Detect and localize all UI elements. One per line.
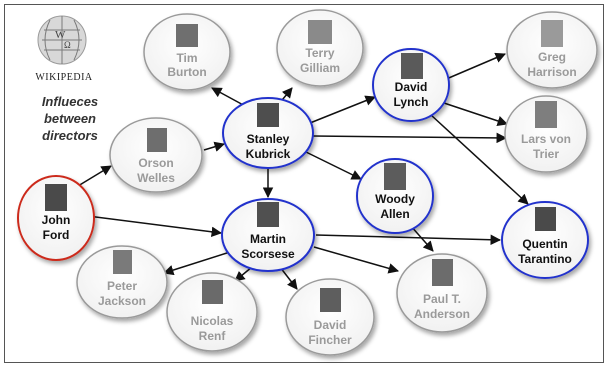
wikipedia-wordmark: WIKIPEDIA (35, 72, 93, 83)
quentin-tarantino-line1: Quentin (522, 237, 567, 251)
nicolas-renf-line1: Nicolas (191, 314, 234, 328)
tim-burton-photo (176, 24, 198, 47)
edge-scorsese-tarantino (315, 234, 502, 245)
orson-welles-line1: Orson (138, 156, 173, 170)
david-fincher-photo (320, 288, 341, 312)
influence-edges (77, 52, 529, 290)
node-woody-allen[interactable]: Woody Allen (356, 158, 434, 234)
node-nicolas-renf[interactable]: Nicolas Renf (166, 272, 258, 352)
martin-scorsese-line1: Martin (250, 232, 286, 246)
node-stanley-kubrick[interactable]: Stanley Kubrick (222, 97, 314, 169)
david-lynch-photo (401, 53, 423, 79)
edge-lynch-tarantino (430, 114, 529, 205)
martin-scorsese-photo (257, 202, 279, 227)
terry-gilliam-photo (308, 20, 332, 44)
orson-welles-photo (147, 128, 167, 152)
orson-welles-line2: Welles (137, 171, 175, 185)
node-tim-burton[interactable]: Tim Burton (143, 13, 231, 91)
paul-anderson-line1: Paul T. (423, 292, 461, 306)
node-greg-harrison[interactable]: Greg Harrison (506, 11, 598, 89)
greg-harrison-line1: Greg (538, 50, 566, 64)
greg-harrison-photo (541, 20, 563, 47)
edge-kubrick-lynch (309, 95, 376, 124)
tim-burton-line1: Tim (176, 51, 197, 65)
david-lynch-line1: David (395, 80, 428, 94)
edge-lynch-trier (443, 102, 508, 126)
lars-von-trier-line2: Trier (533, 147, 559, 161)
john-ford-line2: Ford (43, 228, 70, 242)
edge-scorsese-jackson (162, 251, 231, 276)
peter-jackson-photo (113, 250, 132, 274)
svg-text:Ω: Ω (64, 40, 71, 50)
quentin-tarantino-photo (535, 207, 556, 231)
paul-anderson-photo (432, 259, 453, 286)
john-ford-line1: John (42, 213, 71, 227)
lars-von-trier-photo (535, 101, 557, 128)
diagram-caption: Influeces between directors (42, 94, 98, 143)
edge-scorsese-anderson (313, 246, 400, 274)
stanley-kubrick-line2: Kubrick (246, 147, 291, 161)
quentin-tarantino-line2: Tarantino (518, 252, 572, 266)
peter-jackson-line1: Peter (107, 279, 137, 293)
node-john-ford[interactable]: John Ford (17, 175, 95, 261)
edge-lynch-harrison (443, 52, 506, 81)
stanley-kubrick-photo (257, 103, 279, 127)
nicolas-renf-line2: Renf (199, 329, 227, 343)
caption-line2: between (44, 111, 96, 126)
david-fincher-line2: Fincher (308, 333, 352, 347)
node-terry-gilliam[interactable]: Terry Gilliam (276, 9, 364, 87)
svg-text:W: W (55, 29, 66, 41)
edge-welles-kubrick (203, 141, 226, 152)
wikipedia-logo: W Ω WIKIPEDIA (35, 15, 93, 83)
peter-jackson-line2: Jackson (98, 294, 146, 308)
node-peter-jackson[interactable]: Peter Jackson (76, 245, 168, 319)
caption-line1: Influeces (42, 94, 98, 109)
terry-gilliam-line2: Gilliam (300, 61, 340, 75)
greg-harrison-line2: Harrison (527, 65, 576, 79)
caption-line3: directors (42, 128, 98, 143)
stanley-kubrick-line1: Stanley (247, 132, 290, 146)
node-lars-von-trier[interactable]: Lars von Trier (504, 95, 588, 173)
paul-anderson-line2: Anderson (414, 307, 470, 321)
edge-ford-scorsese (79, 214, 223, 238)
node-martin-scorsese[interactable]: Martin Scorsese (221, 198, 315, 272)
david-lynch-line2: Lynch (394, 95, 429, 109)
node-paul-anderson[interactable]: Paul T. Anderson (396, 253, 488, 333)
john-ford-photo (45, 184, 67, 211)
tim-burton-line2: Burton (167, 65, 206, 79)
woody-allen-photo (384, 163, 406, 190)
david-fincher-line1: David (314, 318, 347, 332)
nicolas-renf-photo (202, 280, 223, 304)
edge-kubrick-trier (312, 132, 508, 144)
lars-von-trier-line1: Lars von (521, 132, 571, 146)
node-orson-welles[interactable]: Orson Welles (109, 117, 203, 193)
edge-scorsese-renf (234, 266, 253, 282)
edge-scorsese-fincher (279, 266, 298, 290)
woody-allen-line1: Woody (375, 192, 415, 206)
edge-ford-welles (77, 165, 112, 187)
woody-allen-line2: Allen (380, 207, 409, 221)
node-david-fincher[interactable]: David Fincher (285, 278, 375, 356)
terry-gilliam-line1: Terry (305, 46, 334, 60)
node-quentin-tarantino[interactable]: Quentin Tarantino (501, 201, 589, 279)
martin-scorsese-line2: Scorsese (241, 247, 295, 261)
edge-kubrick-allen (305, 151, 362, 180)
node-david-lynch[interactable]: David Lynch (372, 48, 450, 122)
